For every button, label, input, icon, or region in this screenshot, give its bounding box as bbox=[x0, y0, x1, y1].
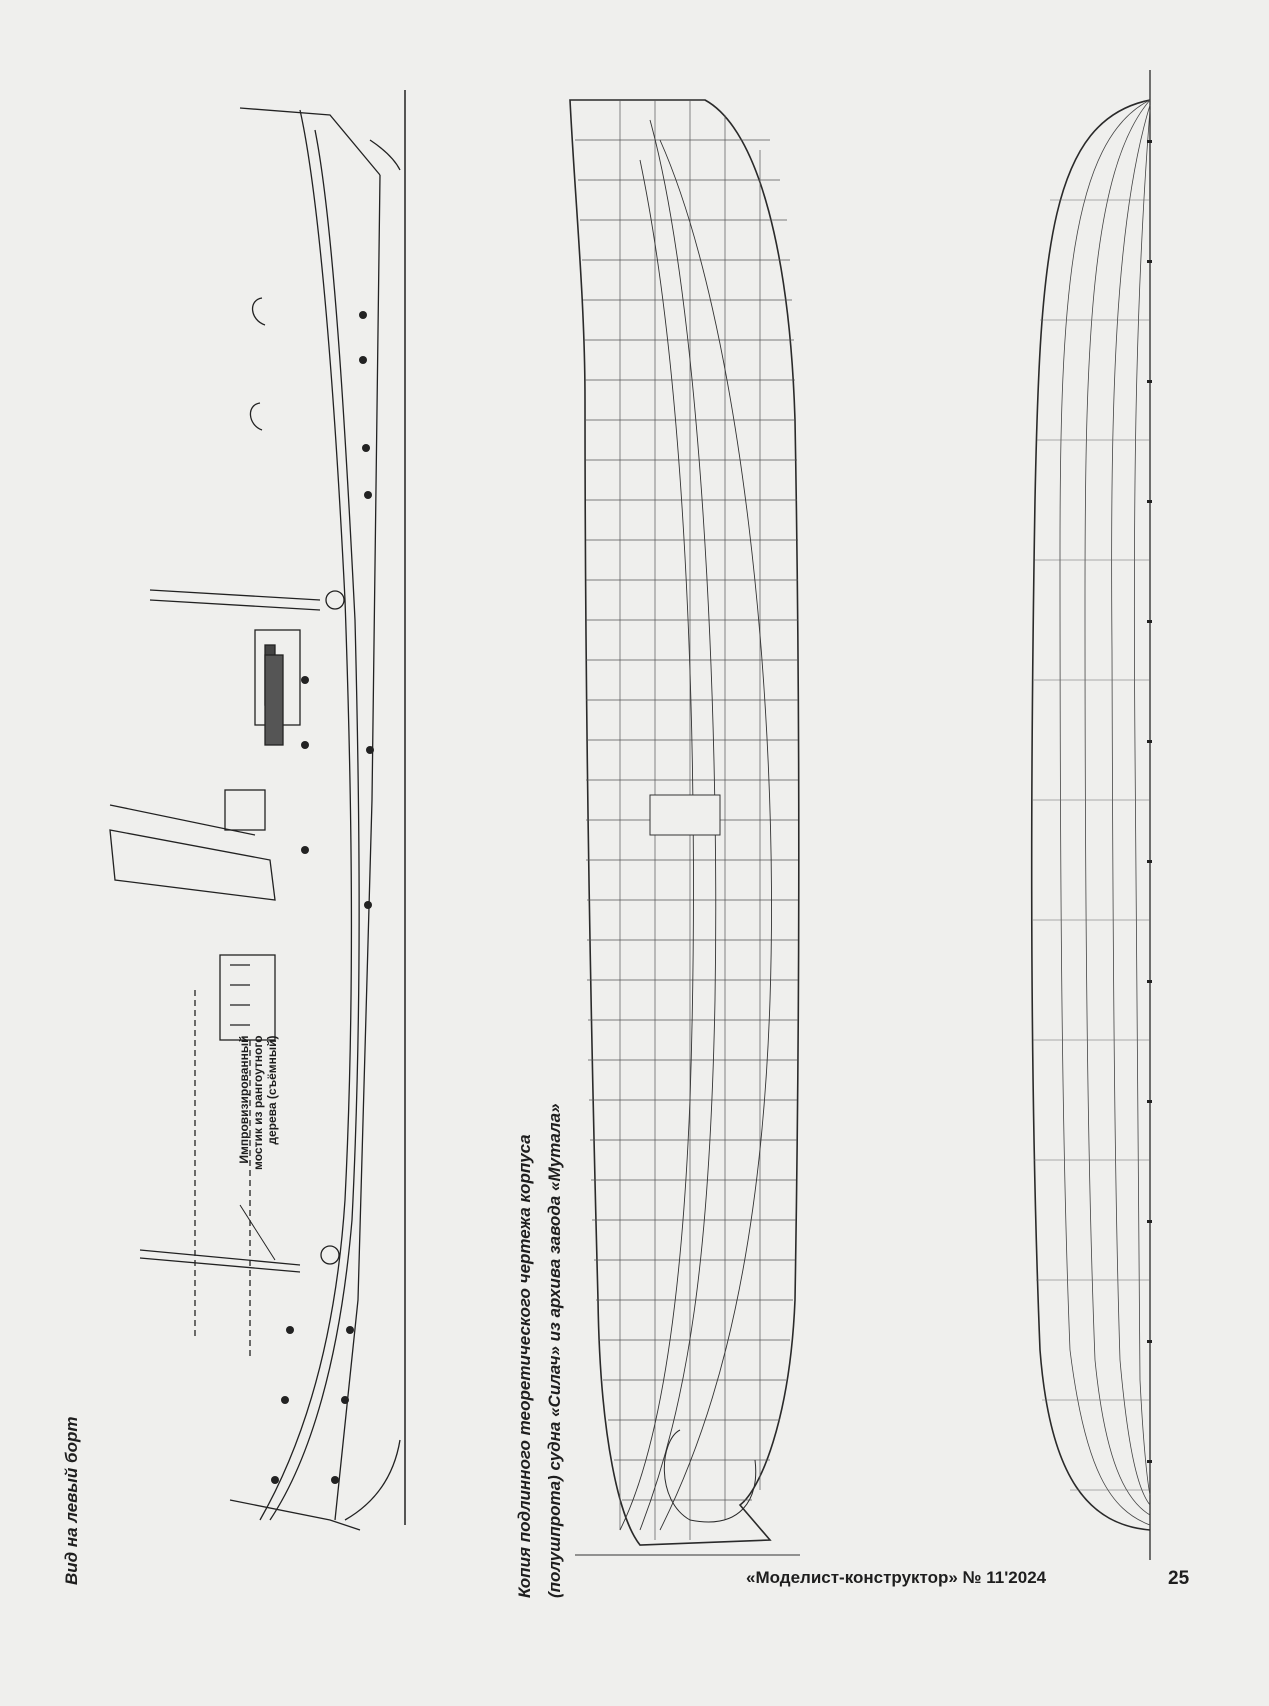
fore-davit bbox=[251, 297, 266, 326]
diagonal-curves bbox=[619, 119, 772, 1531]
aft-deckhouse-windows bbox=[230, 964, 250, 1026]
deck-line bbox=[269, 129, 360, 1521]
bridge-note-line-3: дерева (съёмный) bbox=[265, 1035, 279, 1145]
bridge-leader-line bbox=[239, 1204, 276, 1261]
lines-plan-caption: Копия подлинного теоретического чертежа … bbox=[510, 1103, 570, 1598]
cargo-hatch bbox=[264, 654, 284, 746]
half-breadth-stations bbox=[1033, 199, 1150, 1491]
bridge-note: Импровизированный мостик из рангоутного … bbox=[237, 1035, 279, 1170]
caption-line-1: Копия подлинного теоретического чертежа … bbox=[515, 1134, 534, 1598]
sheer-line bbox=[259, 109, 353, 1521]
fore-mast bbox=[149, 589, 321, 611]
bow-flare bbox=[369, 139, 401, 171]
portholes bbox=[271, 311, 374, 1484]
half-breadth-outline bbox=[1030, 99, 1151, 1531]
main-mast bbox=[139, 1249, 301, 1273]
journal-footer: «Моделист-конструктор» № 11'2024 bbox=[746, 1568, 1047, 1587]
caption-line-2: (полушпрота) судна «Силач» из архива зав… bbox=[545, 1103, 564, 1598]
page-number: 25 bbox=[1168, 1568, 1190, 1589]
midship-box bbox=[649, 794, 721, 836]
keel-line bbox=[334, 174, 381, 1521]
funnel-stay bbox=[109, 804, 256, 836]
station-ticks bbox=[1147, 140, 1152, 1463]
bridge-house bbox=[224, 789, 266, 831]
stern-line bbox=[229, 1499, 361, 1531]
aft-deckhouse bbox=[219, 954, 276, 1041]
bridge-note-line-1: Импровизированный bbox=[237, 1035, 251, 1164]
temporary-bridge-outline bbox=[194, 990, 251, 1360]
stern-post bbox=[344, 1439, 401, 1521]
fore-winch bbox=[325, 590, 345, 610]
funnel bbox=[109, 829, 276, 901]
half-breadth-waterlines bbox=[1059, 99, 1151, 1526]
bow-stem bbox=[239, 107, 381, 176]
aft-davit bbox=[249, 402, 263, 431]
bridge-note-line-2: мостик из рангоутного bbox=[251, 1035, 265, 1170]
hull-outline bbox=[569, 99, 800, 1546]
side-view-label: Вид на левый борт bbox=[62, 1416, 81, 1585]
stern-aperture bbox=[663, 1429, 757, 1523]
aft-winch bbox=[320, 1245, 340, 1265]
